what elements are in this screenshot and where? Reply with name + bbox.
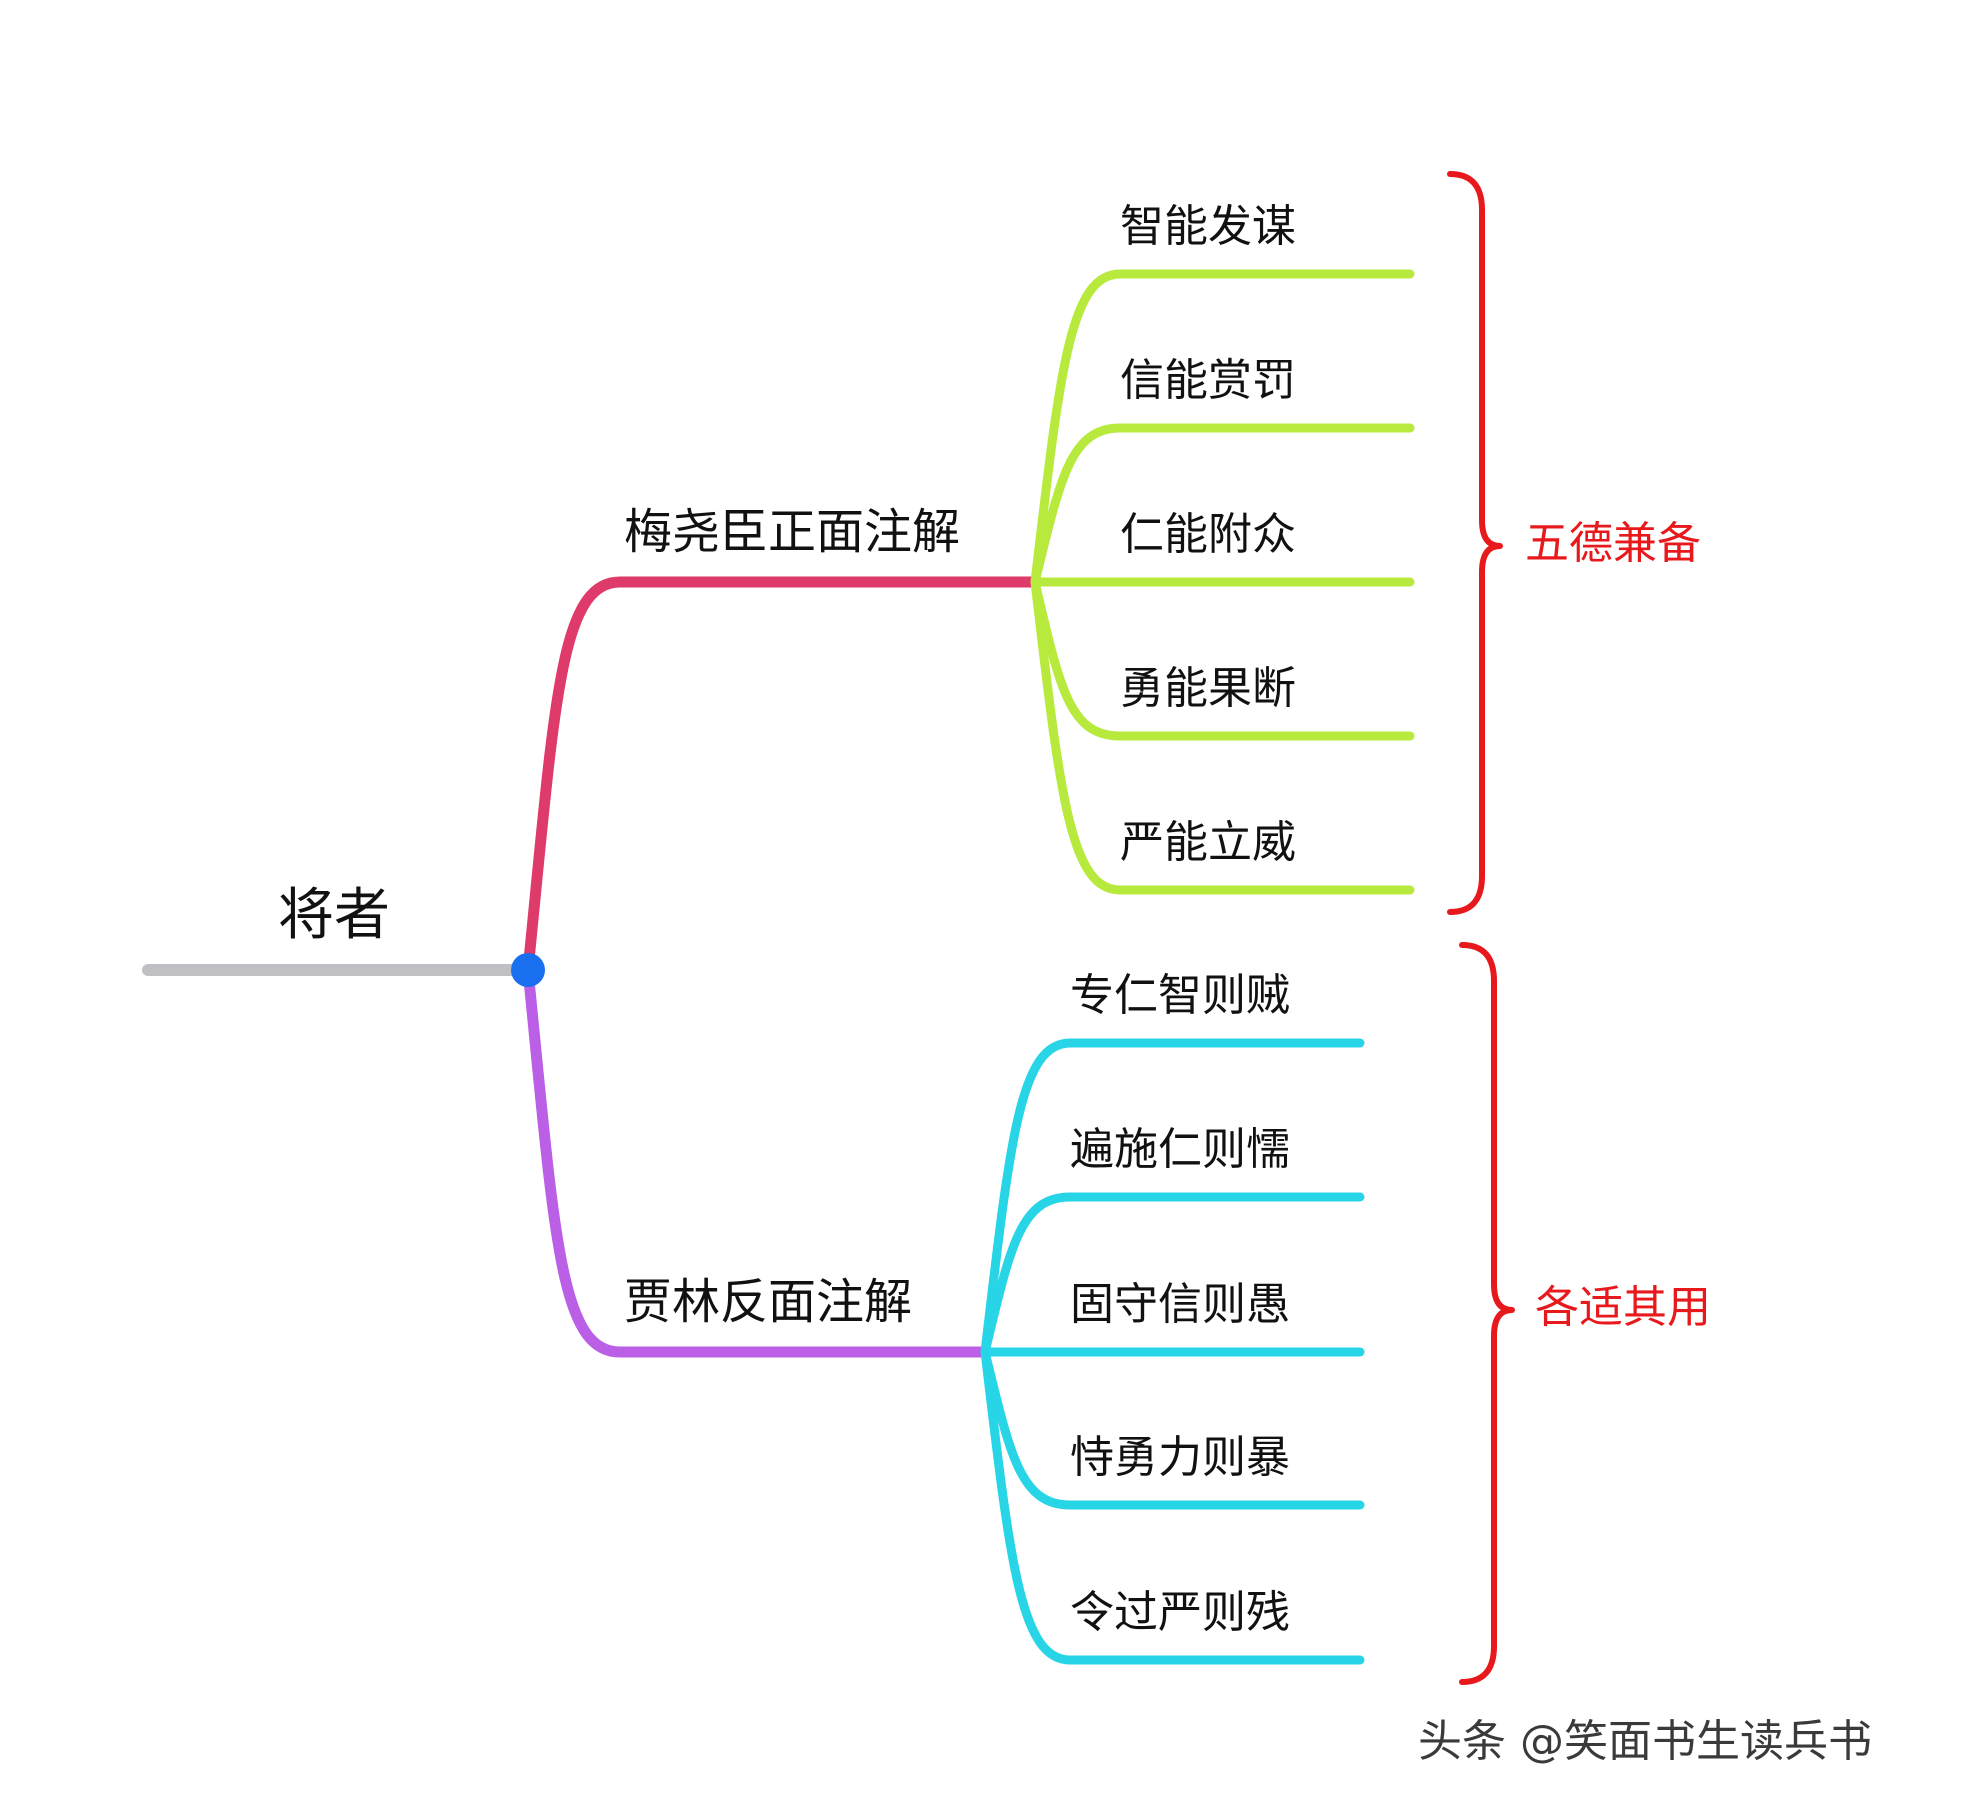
root-node[interactable] xyxy=(511,953,545,987)
leaf-label: 勇能果断 xyxy=(1120,663,1296,714)
leaf-label: 严能立威 xyxy=(1120,817,1296,868)
branch-line-bottom xyxy=(522,964,991,1358)
leaf-label: 专仁智则贼 xyxy=(1070,970,1290,1021)
leaf-line xyxy=(980,1038,1365,1357)
root-label: 将者 xyxy=(278,883,390,948)
group-label-bottom: 各适其用 xyxy=(1535,1282,1711,1333)
leaf-line xyxy=(980,1347,1365,1510)
watermark: 头条 @笑面书生读兵书 xyxy=(1418,1716,1872,1767)
leaf-label: 恃勇力则暴 xyxy=(1070,1432,1290,1483)
leaf-label: 智能发谋 xyxy=(1120,201,1296,252)
leaf-label: 令过严则残 xyxy=(1070,1587,1290,1638)
branch-line-top xyxy=(522,576,1041,976)
leaf-line xyxy=(1030,269,1415,587)
branch-label-top: 梅尧臣正面注解 xyxy=(624,504,961,560)
leaf-line xyxy=(1030,577,1415,895)
leaf-line xyxy=(980,1347,1365,1665)
leaf-lines-top xyxy=(1030,269,1415,895)
leaf-label: 遍施仁则懦 xyxy=(1070,1124,1290,1175)
leaf-label: 仁能附众 xyxy=(1120,509,1296,560)
leaf-label: 固守信则愚 xyxy=(1070,1279,1290,1330)
leaf-line xyxy=(1030,577,1415,741)
branch-label-bottom: 贾林反面注解 xyxy=(624,1274,913,1330)
brace-top xyxy=(1447,171,1503,915)
leaf-label: 信能赏罚 xyxy=(1120,355,1296,406)
brace-bottom xyxy=(1459,942,1515,1685)
group-label-top: 五德兼备 xyxy=(1525,518,1701,569)
leaf-line xyxy=(980,1192,1365,1357)
leaf-lines-bottom xyxy=(980,1038,1365,1665)
leaf-line xyxy=(1030,423,1415,587)
